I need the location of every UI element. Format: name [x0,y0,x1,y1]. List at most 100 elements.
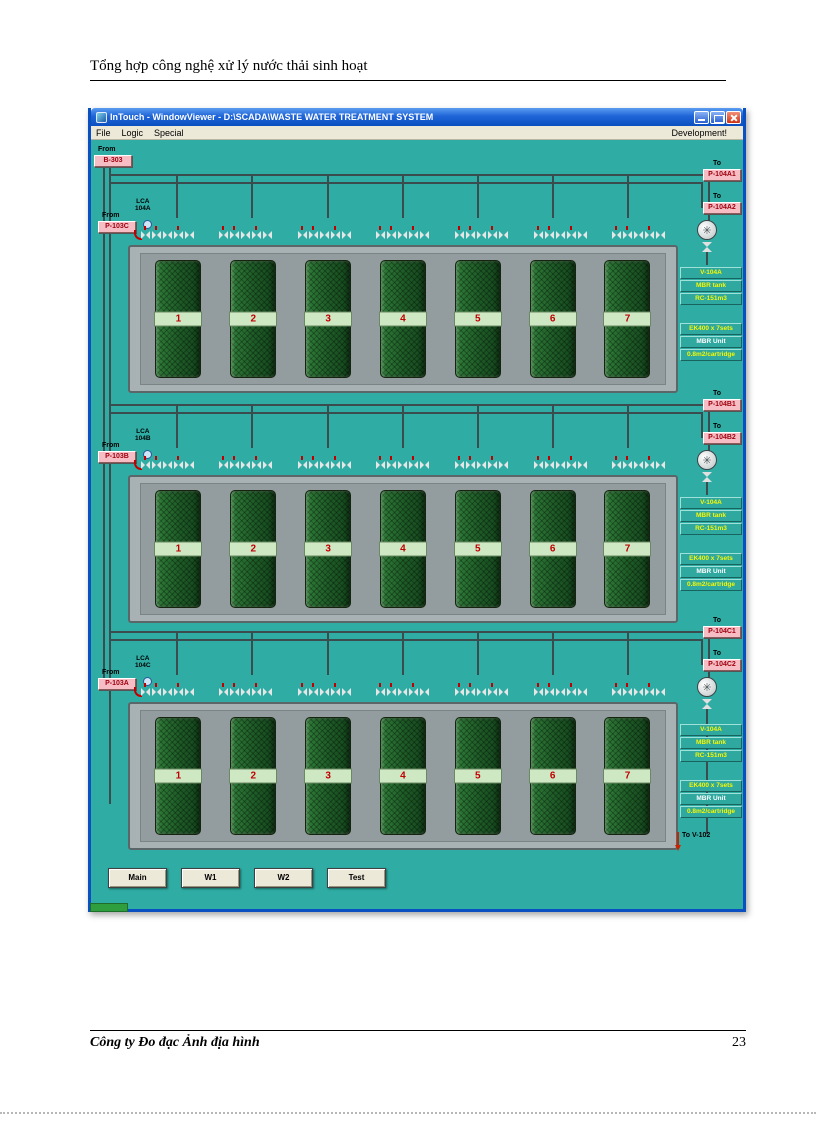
valve-icon [499,688,509,696]
info-panel: V-104A MBR tank RC-151m3 EK400 x 7sets M… [680,267,742,362]
valve-icon [341,231,351,239]
blower-pump-icon[interactable] [697,220,717,240]
to-caption: To [712,390,721,397]
mbr-tank[interactable]: 5 [453,717,502,835]
info-spec-3: 0.8m2/cartridge [680,806,742,818]
valve-icon [151,683,161,696]
outlet-valve-icon [702,699,712,709]
valve-icon [297,226,307,239]
to-caption: To [712,193,721,200]
titlebar[interactable]: InTouch - WindowViewer - D:\SCADA\WASTE … [91,108,743,126]
minimize-icon[interactable] [694,110,709,124]
mbr-tank[interactable]: 5 [453,260,502,378]
from-tag[interactable]: P-103C [98,221,136,233]
mbr-tank[interactable]: 4 [378,490,427,608]
doc-footer: Công ty Đo đạc Ảnh địa hình 23 [90,1030,746,1051]
pipe [111,639,703,641]
from-tag[interactable]: P-103A [98,678,136,690]
nav-button-w1[interactable]: W1 [181,868,240,888]
mbr-tank[interactable]: 4 [378,717,427,835]
blower-pump-icon[interactable] [697,450,717,470]
valve-icon [319,231,329,239]
valve-row [128,674,678,698]
valve-icon [566,456,576,469]
valve-icon [263,688,273,696]
to-tag-1[interactable]: P-104B1 [703,399,741,411]
lca-label: LCA 104C [135,655,151,669]
pipe [627,631,629,675]
valve-icon [330,226,340,239]
outlet-group: To V-102 [671,832,711,851]
valve-icon [466,683,476,696]
valve-icon [252,683,262,696]
valve-icon [341,688,351,696]
info-spec-3: 0.8m2/cartridge [680,349,742,361]
blower-pump-icon[interactable] [697,677,717,697]
valve-group [612,683,666,698]
mbr-tank[interactable]: 7 [603,490,652,608]
pipe [706,482,708,495]
close-icon[interactable] [726,110,741,124]
valve-icon [555,231,565,239]
info-tank-name: V-104A [680,724,742,736]
valve-icon [398,688,408,696]
mbr-tank[interactable]: 7 [603,260,652,378]
valve-icon [645,683,655,696]
maximize-icon[interactable] [710,110,725,124]
mbr-tank[interactable]: 6 [528,260,577,378]
tank-number: 1 [154,768,203,784]
pipe [111,412,703,414]
footer-company: Công ty Đo đạc Ảnh địa hình [90,1035,260,1050]
nav-button-w2[interactable]: W2 [254,868,313,888]
mbr-tank[interactable]: 6 [528,490,577,608]
valve-icon [420,461,430,469]
info-tank-type: MBR tank [680,280,742,292]
mbr-tank[interactable]: 3 [304,490,353,608]
mbr-tank[interactable]: 2 [229,490,278,608]
mbr-tank[interactable]: 5 [453,490,502,608]
from-tag[interactable]: P-103B [98,451,136,463]
nav-button-test[interactable]: Test [327,868,386,888]
tank-number: 2 [229,311,278,327]
pipe [103,168,105,688]
to-tag-1[interactable]: P-104C1 [703,626,741,638]
info-spec-2: MBR Unit [680,566,742,578]
mbr-tank[interactable]: 1 [154,260,203,378]
lca-label: LCA 104B [135,428,151,442]
mbr-tank[interactable]: 7 [603,717,652,835]
mbr-tank[interactable]: 3 [304,260,353,378]
mbr-tank[interactable]: 2 [229,717,278,835]
outlet-label: To V-102 [682,832,711,839]
menu-development[interactable]: Development! [671,127,727,138]
mbr-tank[interactable]: 3 [304,717,353,835]
menu-file[interactable]: File [96,127,111,138]
to-caption: To [712,423,721,430]
menu-logic[interactable]: Logic [121,127,144,138]
menu-special[interactable]: Special [154,127,184,138]
to-tag-2[interactable]: P-104B2 [703,432,741,444]
valve-icon [612,226,622,239]
valve-icon [140,683,150,696]
tank-number: 4 [378,541,427,557]
doc-header-title: Tổng hợp công nghệ xử lý nước thải sinh … [90,58,726,81]
valve-icon [387,683,397,696]
info-tank-type: MBR tank [680,510,742,522]
valve-icon [499,461,509,469]
mbr-tank[interactable]: 2 [229,260,278,378]
mbr-tank[interactable]: 6 [528,717,577,835]
to-tag-2[interactable]: P-104C2 [703,659,741,671]
source-tag[interactable]: B-303 [94,155,132,167]
to-tag-2[interactable]: P-104A2 [703,202,741,214]
pipe [327,404,329,448]
valve-icon [566,226,576,239]
lca-line2: 104C [135,662,151,669]
nav-button-main[interactable]: Main [108,868,167,888]
mbr-tank[interactable]: 4 [378,260,427,378]
valve-icon [387,456,397,469]
to-tag-1[interactable]: P-104A1 [703,169,741,181]
valve-group [219,456,273,471]
mbr-tank[interactable]: 1 [154,490,203,608]
mbr-tank[interactable]: 1 [154,717,203,835]
valve-icon [398,231,408,239]
valve-icon [330,683,340,696]
